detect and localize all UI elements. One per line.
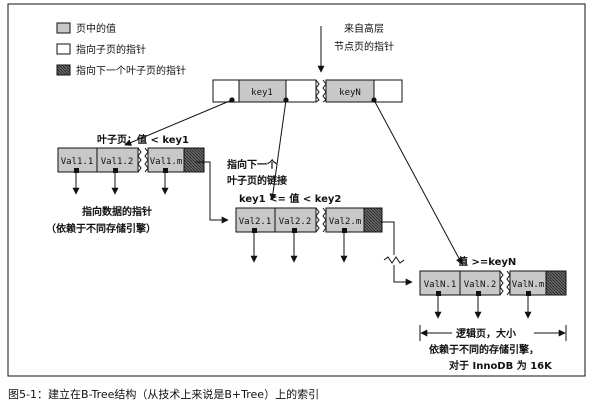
leaf1-cell-1-label: Val1.1 (61, 157, 94, 167)
legend-next-leaf-label: 指向下一个叶子页的指针 (76, 64, 186, 77)
root-pointer-cell-1 (212, 79, 240, 103)
legend-child-pointer-swatch (56, 43, 71, 55)
leaf2-node: Val2.1 Val2.2 Val2.m (235, 207, 383, 233)
legend-child-pointer-label: 指向子页的指针 (76, 43, 146, 56)
leaf2-cell-1-label: Val2.1 (239, 217, 272, 227)
leaf2-data-pointer-m (342, 228, 347, 233)
leafN-node: ValN.1 ValN.2 ValN.m (419, 270, 567, 296)
root-key1-label: key1 (251, 88, 273, 98)
legend-value-label: 页中的值 (76, 22, 116, 35)
page-note-line1: 逻辑页，大小 (456, 327, 516, 340)
leaf2-data-pointer-1 (252, 228, 257, 233)
leafN-data-pointer-m (526, 291, 531, 296)
page-note-line3: 对于 InnoDB 为 16K (449, 359, 553, 372)
leafN-break-mark-1 (499, 270, 504, 296)
leaf1-cell-m-label: Val1.m (150, 157, 183, 167)
leaf2-break-mark-1 (315, 207, 320, 233)
root-break-mark-1 (315, 79, 320, 103)
root-to-leafN-arrow (373, 99, 463, 265)
leafN-data-pointer-2 (476, 291, 481, 296)
leafN-cell-2-label: ValN.2 (464, 280, 497, 290)
leaf2-cell-2-label: Val2.2 (279, 217, 312, 227)
leaf1-data-pointer-1 (74, 168, 79, 173)
root-node: key1 keyN (212, 79, 403, 103)
leaf1-node: Val1.1 Val1.2 Val1.m (57, 147, 205, 173)
data-pointer-note-line1: 指向数据的指针 (82, 205, 152, 218)
figure-caption: 图5-1：建立在B-Tree结构（从技术上来说是B+Tree）上的索引 (8, 387, 319, 401)
root-keyN-label: keyN (339, 88, 361, 98)
leafN-data-pointer-1 (436, 291, 441, 296)
leaf1-break-mark-1 (137, 147, 142, 173)
leaf1-data-pointer-m (163, 168, 168, 173)
leafN-cell-1-label: ValN.1 (424, 280, 457, 290)
page-note-line2: 依赖于不同的存储引擎， (429, 343, 539, 356)
leafN-label: 值 >=keyN (458, 255, 516, 268)
root-to-leaf1-arrow (124, 99, 233, 146)
root-pointer-cell-3 (373, 79, 403, 103)
leaf2-data-pointer-2 (292, 228, 297, 233)
leaf2-to-leafN-link-lower (393, 265, 413, 286)
leaf2-to-leafN-break-mark (383, 256, 405, 264)
leafN-cell-m-label: ValN.m (512, 280, 545, 290)
leafN-next-pointer-cell (545, 270, 567, 296)
leaf1-cell-2-label: Val1.2 (101, 157, 134, 167)
legend: 页中的值 指向子页的指针 指向下一个叶子页的指针 (56, 22, 186, 77)
root-caption-line1: 来自高层 (344, 22, 384, 35)
leaf1-label: 叶子页：值 < key1 (97, 133, 189, 146)
leaf1-next-pointer-cell (183, 147, 205, 173)
next-leaf-link-line1: 指向下一个 (227, 158, 278, 171)
leaf2-to-leafN-link-upper (380, 221, 395, 255)
leaf2-label: key1 <= 值 < key2 (239, 192, 341, 205)
root-to-leaf2-arrow (269, 99, 287, 201)
root-pointer-cell-2 (285, 79, 317, 103)
leaf1-to-leaf2-link (196, 161, 229, 224)
legend-value-swatch (56, 22, 71, 34)
diagram-frame (7, 3, 586, 377)
leaf2-cell-m-label: Val2.m (329, 217, 362, 227)
root-caption-line2: 节点页的指针 (334, 40, 394, 53)
legend-next-leaf-swatch (56, 64, 71, 76)
leaf2-next-pointer-cell (363, 207, 383, 233)
data-pointer-note-line2: （依赖于不同存储引擎） (46, 222, 156, 235)
next-leaf-link-line2: 叶子页的链接 (227, 174, 287, 187)
leaf1-data-pointer-2 (113, 168, 118, 173)
